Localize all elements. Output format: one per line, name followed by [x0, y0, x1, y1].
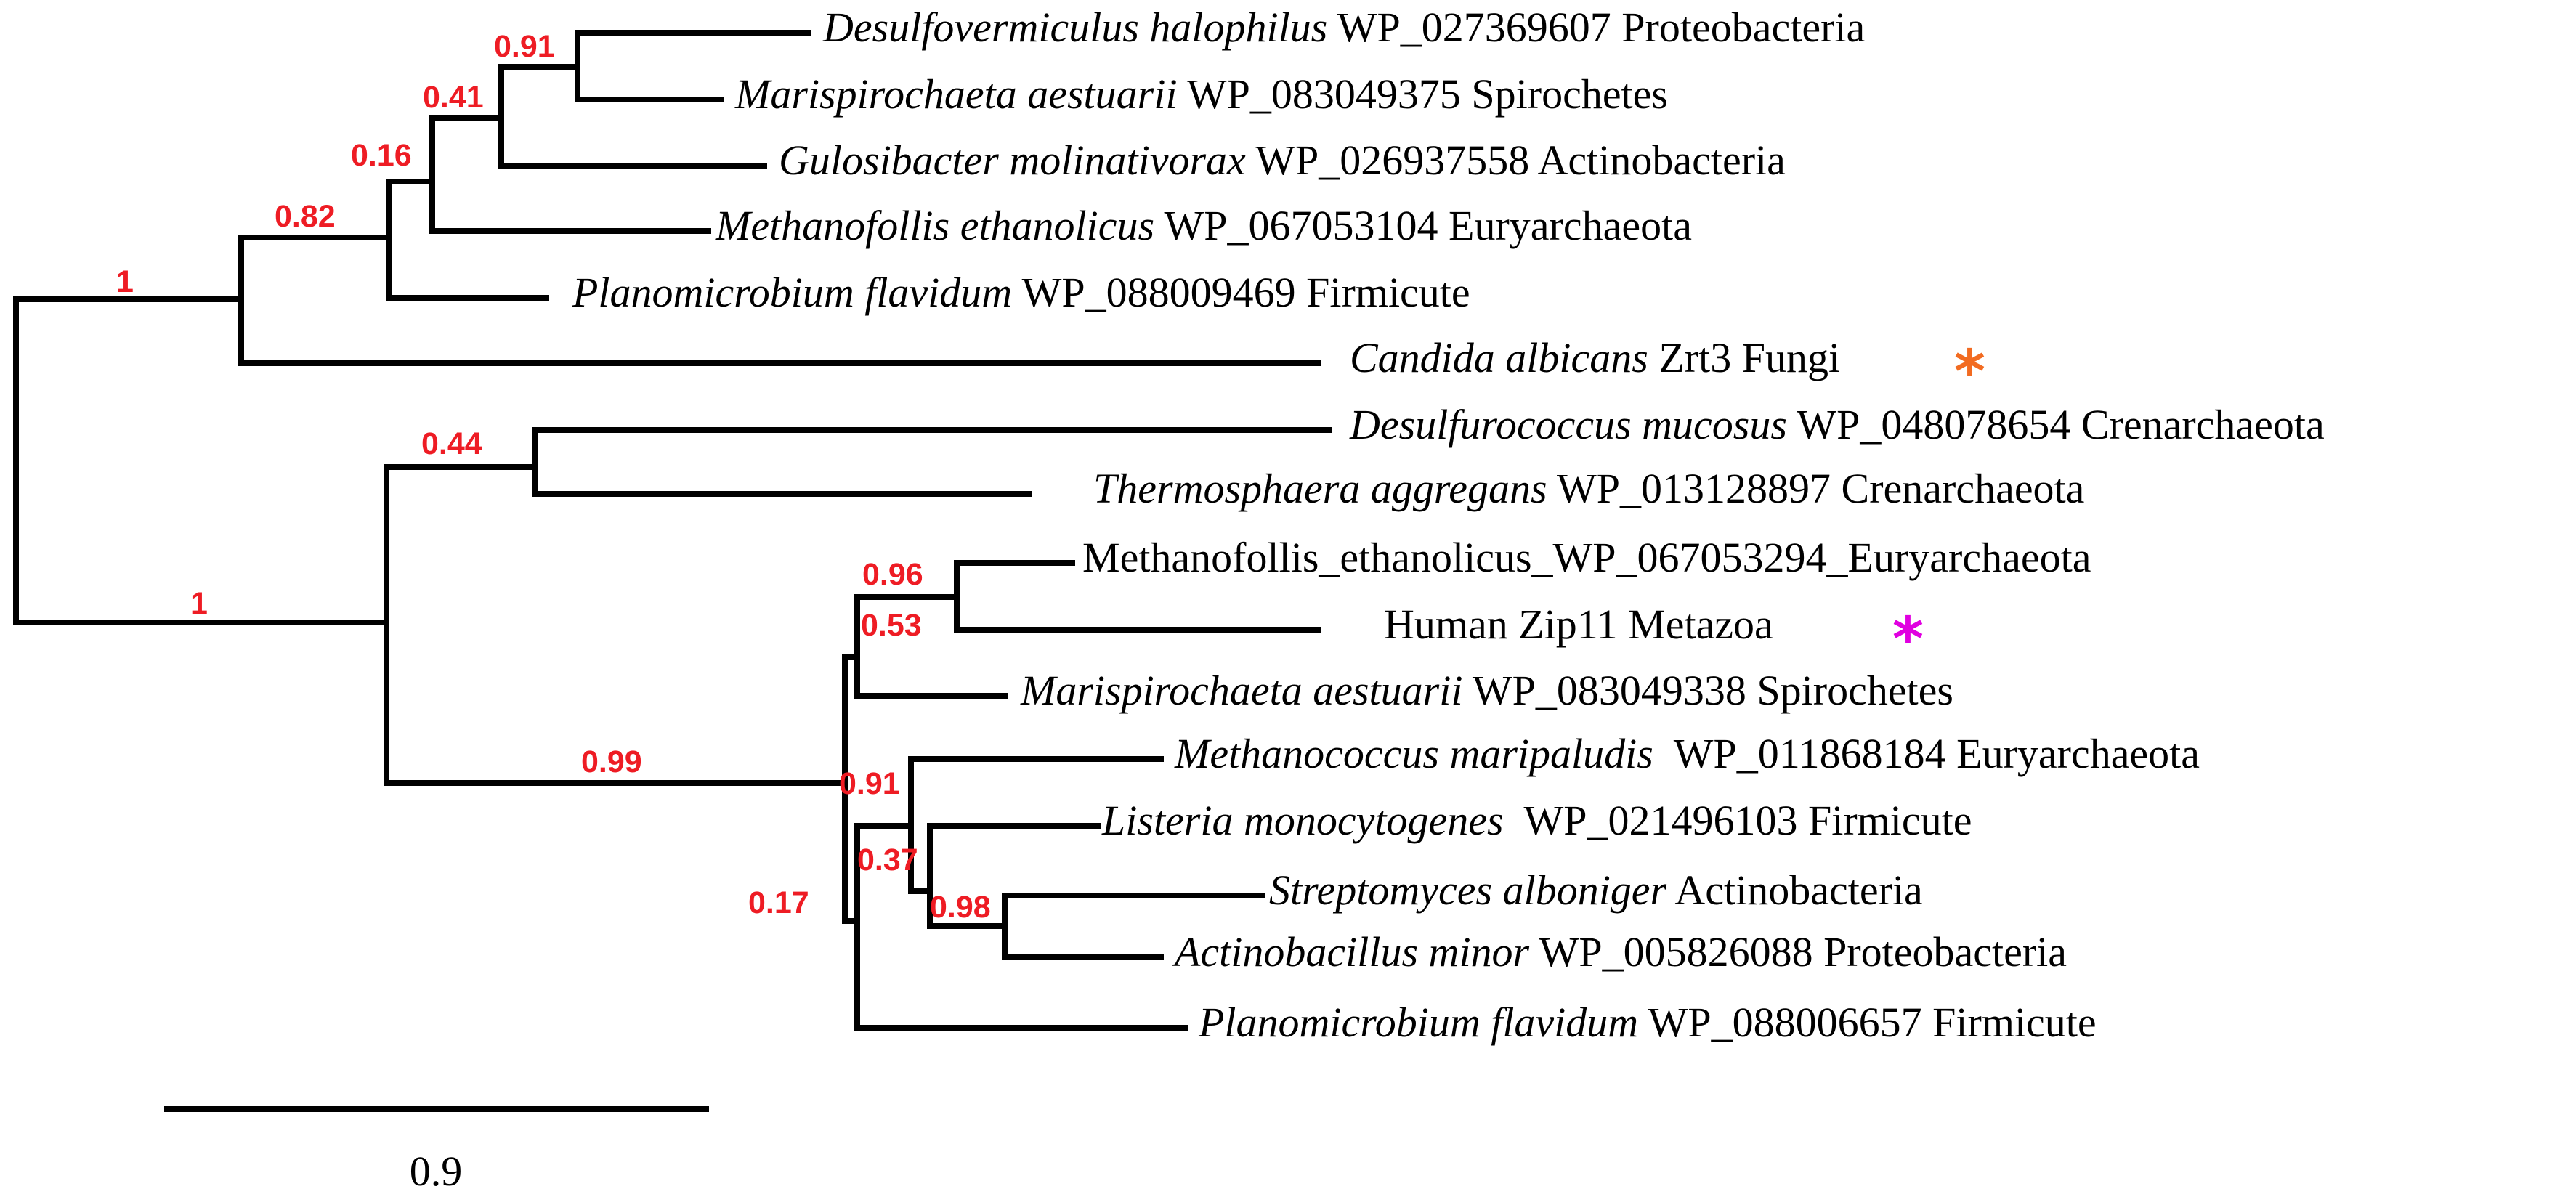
- leaf-label: Desulfurococcus mucosus WP_048078654 Cre…: [1349, 401, 2325, 448]
- support-label: 0.53: [861, 608, 922, 643]
- leaf-label: Listeria monocytogenes WP_021496103 Firm…: [1101, 797, 1972, 844]
- support-label: 0.16: [351, 138, 412, 173]
- support-values: 0.91 0.41 0.16 0.82 1 0.44 1 0.96 0.53 0…: [116, 29, 991, 925]
- support-label: 0.99: [581, 744, 642, 779]
- asterisk-icon: *: [1954, 338, 1985, 407]
- leaf-label: Planomicrobium flavidum WP_088009469 Fir…: [572, 269, 1470, 316]
- support-label: 0.44: [421, 426, 482, 461]
- leaf-label: Methanofollis ethanolicus WP_067053104 E…: [715, 202, 1692, 249]
- leaf-label: Marispirochaeta aestuarii WP_083049338 S…: [1020, 667, 1953, 714]
- asterisk-icon: *: [1892, 605, 1924, 674]
- leaf-label: Gulosibacter molinativorax WP_026937558 …: [779, 137, 1786, 184]
- leaf-label: Methanococcus maripaludis WP_011868184 E…: [1174, 730, 2200, 777]
- leaf-labels: Desulfovermiculus halophilus WP_02736960…: [572, 4, 2325, 1046]
- leaf-label: Candida albicans Zrt3 Fungi: [1350, 334, 1840, 381]
- support-label: 0.37: [857, 843, 918, 877]
- support-label: 0.91: [839, 766, 900, 801]
- leaf-label: Actinobacillus minor WP_005826088 Proteo…: [1172, 928, 2067, 975]
- support-label: 0.91: [494, 29, 555, 64]
- support-label: 0.41: [423, 80, 484, 115]
- support-label: 0.82: [275, 199, 336, 234]
- leaf-label: Human Zip11 Metazoa: [1384, 601, 1773, 648]
- support-label: 1: [190, 586, 208, 621]
- leaf-label: Thermosphaera aggregans WP_013128897 Cre…: [1093, 465, 2084, 512]
- leaf-label: Streptomyces alboniger Actinobacteria: [1269, 867, 1923, 914]
- leaf-label: Methanofollis_ethanolicus_WP_067053294_E…: [1082, 534, 2091, 581]
- support-label: 0.98: [930, 890, 991, 925]
- leaf-label: Desulfovermiculus halophilus WP_02736960…: [822, 4, 1865, 51]
- leaf-label: Marispirochaeta aestuarii WP_083049375 S…: [734, 70, 1668, 118]
- support-label: 0.96: [862, 557, 923, 592]
- tree-branches: [13, 30, 1332, 1031]
- support-label: 1: [116, 264, 134, 299]
- scale-bar: 0.9: [164, 1106, 709, 1195]
- support-label: 0.17: [748, 885, 809, 920]
- scale-bar-label: 0.9: [410, 1148, 463, 1195]
- leaf-label: Planomicrobium flavidum WP_088006657 Fir…: [1198, 999, 2097, 1046]
